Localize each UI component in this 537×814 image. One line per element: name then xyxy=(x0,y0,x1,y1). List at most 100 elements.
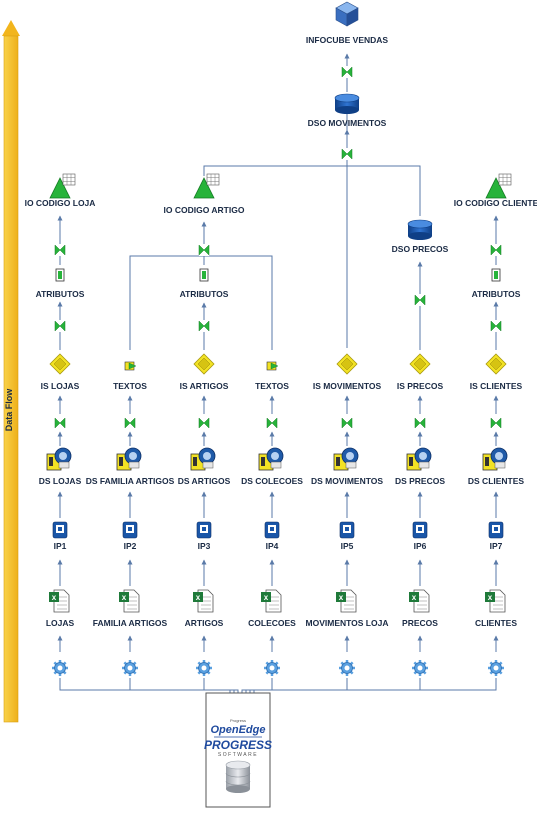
transformation-icon xyxy=(341,66,353,78)
transformation-icon xyxy=(54,320,66,332)
excel-file-icon: x xyxy=(485,589,506,613)
file-label: LOJAS xyxy=(46,618,75,628)
text-datasource-icon xyxy=(124,361,137,371)
attributes-icon xyxy=(55,268,65,282)
infopackage-icon xyxy=(339,521,355,539)
datasource-icon xyxy=(190,447,216,471)
svg-text:x: x xyxy=(412,593,417,602)
source-tagline: SOFTWARE xyxy=(218,752,258,758)
datasource-icon xyxy=(333,447,359,471)
infosource-label: TEXTOS xyxy=(113,381,147,391)
gear-icon xyxy=(264,660,280,676)
transformation-icon xyxy=(266,417,278,429)
infoobject-label: IO CODIGO CLIENTE xyxy=(454,198,537,208)
infopackage-label: IP5 xyxy=(341,541,354,551)
infopackage-label: IP6 xyxy=(414,541,427,551)
atributos-label: ATRIBUTOS xyxy=(36,289,85,299)
excel-file-icon: x xyxy=(409,589,430,613)
attributes-icon xyxy=(491,268,501,282)
gear-icon xyxy=(488,660,504,676)
data-flow-label: Data Flow xyxy=(4,388,14,432)
file-label: ARTIGOS xyxy=(185,618,224,628)
infosource-icon xyxy=(193,353,215,375)
datasource-label: DS PRECOS xyxy=(395,476,445,486)
datasource-icon xyxy=(482,447,508,471)
source-brand-small: Progress xyxy=(230,718,246,723)
excel-file-icon: x xyxy=(193,589,214,613)
transformation-icon xyxy=(341,148,353,160)
datasource-label: DS ARTIGOS xyxy=(178,476,231,486)
transformation-icon xyxy=(414,294,426,306)
connector-lines xyxy=(57,53,499,652)
transformation-icon xyxy=(198,417,210,429)
infosource-label: IS LOJAS xyxy=(41,381,80,391)
excel-file-icon: x xyxy=(119,589,140,613)
transformation-icon xyxy=(198,244,210,256)
file-label: CLIENTES xyxy=(475,618,517,628)
infosource-label: IS ARTIGOS xyxy=(180,381,229,391)
gear-icon xyxy=(412,660,428,676)
infoobject-icon xyxy=(485,173,512,199)
infosource-icon xyxy=(409,353,431,375)
atributos-label: ATRIBUTOS xyxy=(472,289,521,299)
attributes-icon xyxy=(199,268,209,282)
svg-text:x: x xyxy=(122,593,127,602)
infopackage-label: IP7 xyxy=(490,541,503,551)
datasource-icon xyxy=(258,447,284,471)
datasource-icon xyxy=(406,447,432,471)
datasource-icon xyxy=(116,447,142,471)
infopackage-icon xyxy=(196,521,212,539)
svg-text:x: x xyxy=(52,593,57,602)
svg-text:x: x xyxy=(339,593,344,602)
gear-icon xyxy=(122,660,138,676)
infoobject-icon xyxy=(49,173,76,199)
svg-text:x: x xyxy=(488,593,493,602)
excel-file-icon: x xyxy=(261,589,282,613)
file-label: PRECOS xyxy=(402,618,438,628)
excel-file-icon: x xyxy=(49,589,70,613)
infopackage-icon xyxy=(122,521,138,539)
infoobject-label: IO CODIGO LOJA xyxy=(25,198,96,208)
infoobject-label: IO CODIGO ARTIGO xyxy=(164,205,245,215)
infosource-icon xyxy=(485,353,507,375)
datasource-label: DS COLECOES xyxy=(241,476,303,486)
datasource-label: DS MOVIMENTOS xyxy=(311,476,383,486)
transformation-icon xyxy=(124,417,136,429)
svg-text:x: x xyxy=(264,593,269,602)
file-label: COLECOES xyxy=(248,618,296,628)
infopackage-label: IP4 xyxy=(266,541,279,551)
infosource-label: IS CLIENTES xyxy=(470,381,523,391)
gear-icon xyxy=(196,660,212,676)
datasource-icon xyxy=(46,447,72,471)
svg-text:x: x xyxy=(196,593,201,602)
transformation-icon xyxy=(490,244,502,256)
progress-openedge-source: Progress OpenEdge PROGRESS SOFTWARE xyxy=(204,692,272,808)
transformation-icon xyxy=(54,244,66,256)
source-bus-lines xyxy=(59,678,497,693)
excel-file-icon: x xyxy=(336,589,357,613)
dso-precos-label: DSO PRECOS xyxy=(392,244,449,254)
transformation-icon xyxy=(198,320,210,332)
transformation-icon xyxy=(414,417,426,429)
dso-database-icon xyxy=(407,219,433,240)
infosource-label: IS PRECOS xyxy=(397,381,444,391)
atributos-label: ATRIBUTOS xyxy=(180,289,229,299)
infocube-label: INFOCUBE VENDAS xyxy=(306,35,389,45)
transformation-icon xyxy=(341,417,353,429)
infopackage-icon xyxy=(488,521,504,539)
gear-icon xyxy=(52,660,68,676)
dso-movimentos-label: DSO MOVIMENTOS xyxy=(308,118,387,128)
transformation-icon xyxy=(54,417,66,429)
transformation-icon xyxy=(490,320,502,332)
dso-database-icon xyxy=(334,93,360,114)
infosource-label: TEXTOS xyxy=(255,381,289,391)
infosource-icon xyxy=(336,353,358,375)
infocube-icon xyxy=(335,1,359,27)
transformation-icon xyxy=(490,417,502,429)
data-flow-bar: Data Flow xyxy=(2,20,20,723)
infopackage-label: IP3 xyxy=(198,541,211,551)
file-label: MOVIMENTOS LOJA xyxy=(306,618,389,628)
infopackage-label: IP2 xyxy=(124,541,137,551)
database-cylinder-icon xyxy=(225,760,251,793)
